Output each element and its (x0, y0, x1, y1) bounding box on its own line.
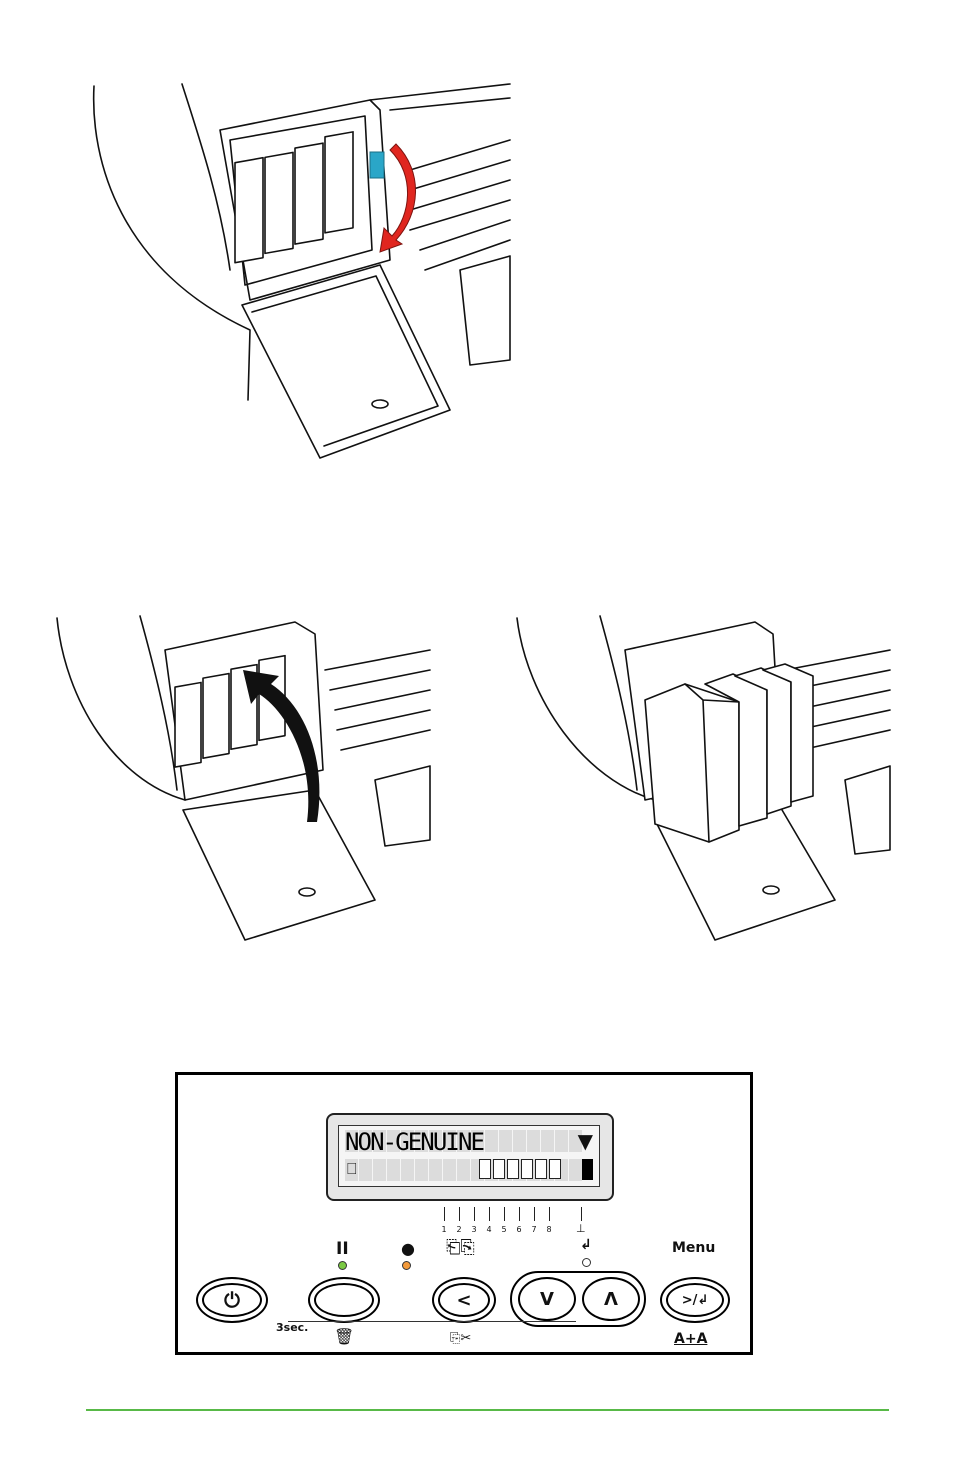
tick-label: 1 (438, 1225, 450, 1234)
cartridge-icon: ⎕ (347, 1161, 357, 1177)
tick-label: 8 (543, 1225, 555, 1234)
ink-gauge (493, 1159, 505, 1179)
tick-label: 3 (468, 1225, 480, 1234)
printer-control-panel: NON-GENUINE ▼ ⎕ 1 2 3 4 5 6 7 8 ⊥ II ● ⎗… (175, 1072, 753, 1355)
paper-feed-icon: ↲ (580, 1237, 592, 1253)
down-arrow-glyph: V (540, 1289, 554, 1310)
printer-cover-close-illustration (45, 610, 435, 950)
lcd-message: NON-GENUINE (345, 1130, 483, 1154)
down-triangle-icon: ▼ (578, 1130, 593, 1152)
ink-gauge (479, 1159, 491, 1179)
printer-ink-bay-open-illustration (80, 80, 520, 470)
footer-rule (86, 1409, 889, 1411)
tick-label: 2 (453, 1225, 465, 1234)
ink-led (402, 1261, 411, 1270)
up-button[interactable]: Λ (582, 1277, 640, 1321)
menu-enter-button[interactable]: >/↲ (660, 1277, 730, 1323)
ink-gauge (535, 1159, 547, 1179)
maintenance-tank-gauge (582, 1159, 593, 1180)
tick-label: 4 (483, 1225, 495, 1234)
three-seconds-label: 3sec. (276, 1321, 308, 1334)
left-button[interactable]: < (432, 1277, 496, 1323)
pause-icon: II (336, 1239, 349, 1259)
paper-feed-led (582, 1258, 591, 1267)
lcd-row-2-cells (345, 1159, 583, 1183)
font-size-label: A+A (674, 1331, 707, 1347)
paper-source-icon: ⎗⎘ (446, 1237, 475, 1258)
tick-label: 6 (513, 1225, 525, 1234)
tick-label: 5 (498, 1225, 510, 1234)
trash-icon: 🗑 (334, 1327, 354, 1346)
tick-label: 7 (528, 1225, 540, 1234)
ink-cartridges-removed-illustration (505, 610, 895, 950)
power-button[interactable]: ⏻ (196, 1277, 268, 1323)
ink-gauge (549, 1159, 561, 1179)
maintenance-tank-icon: ⊥ (576, 1222, 586, 1235)
cut-icon: ⎘✂ (450, 1331, 471, 1346)
ink-gauge (521, 1159, 533, 1179)
down-button[interactable]: V (518, 1277, 576, 1321)
pause-led (338, 1261, 347, 1270)
up-arrow-glyph: Λ (604, 1289, 618, 1310)
lcd-bezel: NON-GENUINE ▼ ⎕ (326, 1113, 614, 1201)
pause-button[interactable] (308, 1277, 380, 1323)
bottom-rule (288, 1321, 576, 1322)
lcd-display: NON-GENUINE ▼ ⎕ (338, 1125, 600, 1187)
menu-label: Menu (672, 1240, 715, 1256)
ink-gauge (507, 1159, 519, 1179)
ink-drop-icon: ● (401, 1239, 415, 1258)
